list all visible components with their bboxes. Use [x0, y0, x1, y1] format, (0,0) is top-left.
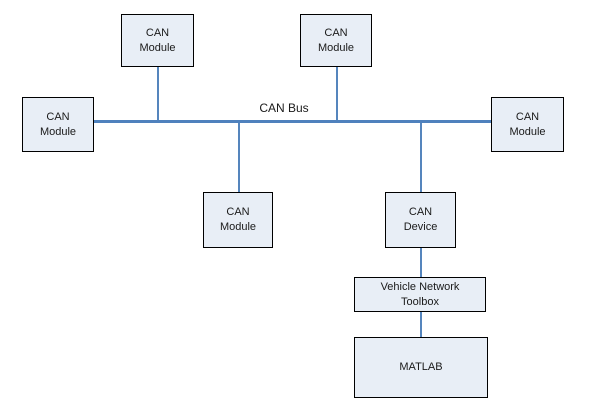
node-can-device: CAN Device	[385, 192, 456, 248]
node-label: MATLAB	[399, 361, 443, 373]
node-vehicle-network-toolbox: Vehicle Network Toolbox	[354, 277, 486, 312]
node-label: Vehicle Network Toolbox	[380, 280, 460, 308]
node-label: CAN Module	[139, 26, 176, 54]
connector-can-device-to-toolbox	[420, 248, 422, 277]
can-bus-label: CAN Bus	[259, 101, 309, 115]
node-label: CAN Module	[317, 26, 355, 54]
connector-top-left-module-to-bus	[157, 67, 159, 120]
node-label: CAN Module	[39, 110, 77, 138]
node-label: CAN Module	[219, 206, 257, 233]
node-can-module-top-mid: CAN Module	[300, 14, 372, 67]
node-can-module-top-left: CAN Module	[121, 14, 194, 67]
node-can-module-left: CAN Module	[22, 97, 94, 152]
connector-bus-to-can-device	[420, 123, 422, 192]
can-bus-line	[94, 120, 491, 123]
node-label: CAN Module	[509, 110, 546, 138]
node-label: CAN Device	[403, 206, 438, 233]
node-can-module-bottom: CAN Module	[203, 192, 273, 248]
connector-top-mid-module-to-bus	[336, 67, 338, 120]
node-matlab: MATLAB	[354, 337, 488, 398]
connector-bus-to-bottom-module	[238, 123, 240, 192]
node-can-module-right: CAN Module	[491, 97, 564, 152]
connector-toolbox-to-matlab	[420, 312, 422, 337]
